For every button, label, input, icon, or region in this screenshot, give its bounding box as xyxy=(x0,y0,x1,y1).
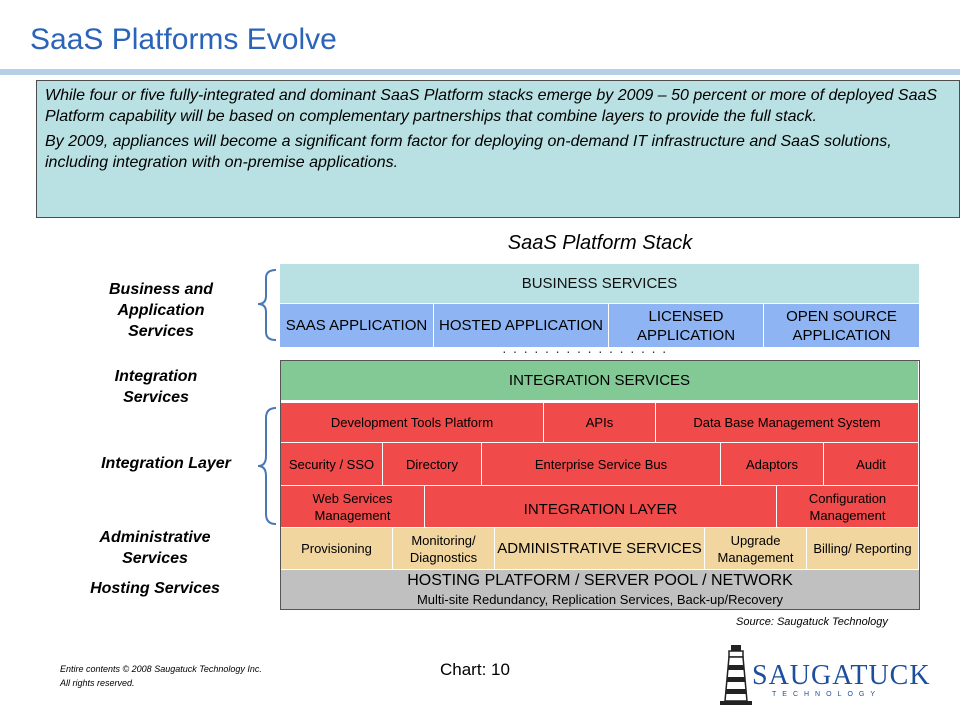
administrative-services-cell: ADMINISTRATIVE SERVICES xyxy=(495,528,705,570)
integration-services-header: INTEGRATION SERVICES xyxy=(281,361,919,401)
label-hosting-services: Hosting Services xyxy=(90,580,220,597)
label-integration-services: Integration Services xyxy=(114,368,198,406)
adaptors-cell: Adaptors xyxy=(721,443,824,486)
open-source-application-cell: OPEN SOURCE APPLICATION xyxy=(764,304,920,348)
enterprise-service-bus-cell: Enterprise Service Bus xyxy=(482,443,721,486)
provisioning-cell: Provisioning xyxy=(281,528,393,570)
directory-cell: Directory xyxy=(383,443,482,486)
label-business-application-services: Business and Application Services xyxy=(108,281,214,340)
monitoring-diagnostics-cell: Monitoring/ Diagnostics xyxy=(393,528,495,570)
hosted-application-cell: HOSTED APPLICATION xyxy=(434,304,609,348)
brace-integration-icon xyxy=(257,407,277,525)
configuration-management-cell: Configuration Management xyxy=(777,486,919,528)
label-administrative-services: Administrative Services xyxy=(99,529,211,567)
saugatuck-logo: SAUGATUCK TECHNOLOGY xyxy=(716,643,930,707)
apis-cell: APIs xyxy=(544,403,656,443)
title-divider xyxy=(0,69,960,75)
brace-business-icon xyxy=(257,269,277,341)
dotted-separator: ················ xyxy=(502,343,673,359)
licensed-application-cell: LICENSED APPLICATION xyxy=(609,304,764,348)
copyright-line-2: All rights reserved. xyxy=(60,678,135,688)
intro-box: While four or five fully-integrated and … xyxy=(36,80,960,218)
hosting-platform-cell: HOSTING PLATFORM / SERVER POOL / NETWORK… xyxy=(281,570,919,609)
business-services-header: BUSINESS SERVICES xyxy=(280,264,920,304)
intro-paragraph-2: By 2009, appliances will become a signif… xyxy=(45,133,892,171)
integration-layer-cell: INTEGRATION LAYER xyxy=(425,486,777,528)
hosting-platform-title: HOSTING PLATFORM / SERVER POOL / NETWORK xyxy=(407,572,793,589)
logo-wordmark: SAUGATUCK xyxy=(752,660,931,691)
audit-cell: Audit xyxy=(824,443,919,486)
page-title: SaaS Platforms Evolve xyxy=(30,23,337,56)
stack-title: SaaS Platform Stack xyxy=(507,232,693,254)
source-note: Source: Saugatuck Technology xyxy=(736,616,888,628)
chart-number: Chart: 10 xyxy=(440,660,510,679)
hosting-platform-subtitle: Multi-site Redundancy, Replication Servi… xyxy=(416,592,784,607)
database-management-system-cell: Data Base Management System xyxy=(656,403,919,443)
copyright-line-1: Entire contents © 2008 Saugatuck Technol… xyxy=(60,664,262,674)
web-services-management-cell: Web Services Management xyxy=(281,486,425,528)
saas-application-cell: SAAS APPLICATION xyxy=(280,304,434,348)
development-tools-platform-cell: Development Tools Platform xyxy=(281,403,544,443)
lighthouse-icon xyxy=(720,645,752,705)
logo-subtitle: TECHNOLOGY xyxy=(772,691,882,698)
label-integration-layer: Integration Layer xyxy=(101,455,231,472)
integration-hosting-frame xyxy=(280,360,920,610)
intro-paragraph-1: While four or five fully-integrated and … xyxy=(45,87,938,125)
billing-reporting-cell: Billing/ Reporting xyxy=(807,528,919,570)
copyright-notice: Entire contents © 2008 Saugatuck Technol… xyxy=(60,662,262,690)
security-sso-cell: Security / SSO xyxy=(281,443,383,486)
upgrade-management-cell: Upgrade Management xyxy=(705,528,807,570)
